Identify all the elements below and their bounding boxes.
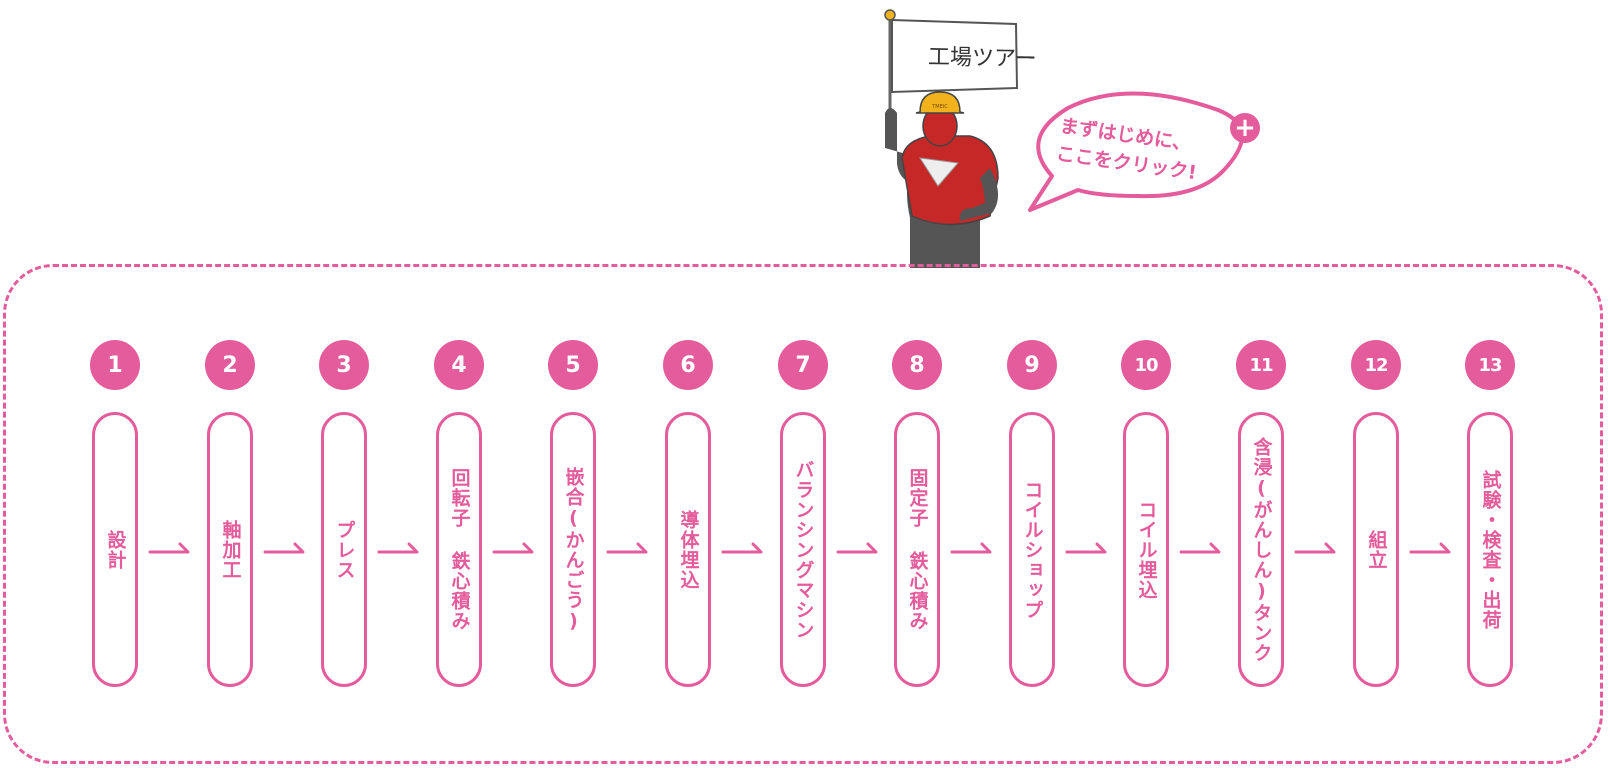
step-number-badge[interactable]: 6 [663, 340, 713, 390]
step-label: 導体埋込 [679, 510, 698, 590]
flow-arrow-icon [721, 540, 765, 556]
step-number-badge[interactable]: 12 [1351, 340, 1401, 390]
flow-arrow-icon [148, 540, 192, 556]
process-step[interactable]: 1 設計 [90, 340, 140, 690]
process-step[interactable]: 5 嵌合(かんごう) [548, 340, 598, 690]
flow-arrow-icon [1409, 540, 1453, 556]
step-label: 含浸(がんしん)タンク [1252, 437, 1271, 663]
process-step[interactable]: 9 コイルショップ [1007, 340, 1057, 690]
step-label-button[interactable]: 組立 [1353, 412, 1399, 687]
step-number-badge[interactable]: 10 [1121, 340, 1171, 390]
step-label-button[interactable]: コイル埋込 [1123, 412, 1169, 687]
flow-arrow-icon [606, 540, 650, 556]
step-label: 試験・検査・出荷 [1481, 470, 1500, 630]
step-number-badge[interactable]: 2 [205, 340, 255, 390]
step-label-button[interactable]: コイルショップ [1009, 412, 1055, 687]
step-label: 軸加工 [221, 520, 240, 580]
step-label: バランシングマシン [794, 460, 813, 640]
flow-arrow-icon [1294, 540, 1338, 556]
process-step[interactable]: 12 組立 [1351, 340, 1401, 690]
step-label: 回転子 鉄心積み [450, 468, 469, 631]
process-step[interactable]: 11 含浸(がんしん)タンク [1236, 340, 1286, 690]
step-label-button[interactable]: 軸加工 [207, 412, 253, 687]
step-number-badge[interactable]: 8 [892, 340, 942, 390]
step-label: コイルショップ [1023, 480, 1042, 620]
hard-hat-text: TMEIC [931, 104, 948, 110]
step-number-badge[interactable]: 9 [1007, 340, 1057, 390]
step-label-button[interactable]: 回転子 鉄心積み [436, 412, 482, 687]
flow-arrow-icon [492, 540, 536, 556]
process-step[interactable]: 8 固定子 鉄心積み [892, 340, 942, 690]
step-number-badge[interactable]: 1 [90, 340, 140, 390]
process-step[interactable]: 13 試験・検査・出荷 [1465, 340, 1515, 690]
step-label-button[interactable]: 導体埋込 [665, 412, 711, 687]
step-label-button[interactable]: 嵌合(かんごう) [550, 412, 596, 687]
step-label-button[interactable]: 含浸(がんしん)タンク [1238, 412, 1284, 687]
process-step[interactable]: 6 導体埋込 [663, 340, 713, 690]
step-number-badge[interactable]: 13 [1465, 340, 1515, 390]
flow-arrow-icon [377, 540, 421, 556]
flow-arrow-icon [950, 540, 994, 556]
step-label-button[interactable]: 設計 [92, 412, 138, 687]
step-label: 設計 [106, 530, 125, 570]
step-label-button[interactable]: プレス [321, 412, 367, 687]
step-label: コイル埋込 [1137, 500, 1156, 600]
step-number-badge[interactable]: 7 [778, 340, 828, 390]
process-step[interactable]: 10 コイル埋込 [1121, 340, 1171, 690]
step-label: 組立 [1367, 530, 1386, 570]
flag-pole-tip [885, 10, 895, 20]
flow-arrow-icon [1179, 540, 1223, 556]
step-number-badge[interactable]: 11 [1236, 340, 1286, 390]
step-number-badge[interactable]: 3 [319, 340, 369, 390]
process-step[interactable]: 2 軸加工 [205, 340, 255, 690]
step-label: 嵌合(かんごう) [564, 467, 583, 633]
step-label: プレス [335, 520, 354, 580]
flag-text: 工場ツアー [928, 39, 1037, 73]
step-label-button[interactable]: 固定子 鉄心積み [894, 412, 940, 687]
process-step[interactable]: 3 プレス [319, 340, 369, 690]
flow-arrow-icon [836, 540, 880, 556]
flow-arrow-icon [263, 540, 307, 556]
plus-icon[interactable]: + [1230, 113, 1260, 143]
step-number-badge[interactable]: 5 [548, 340, 598, 390]
step-label-button[interactable]: 試験・検査・出荷 [1467, 412, 1513, 687]
process-step[interactable]: 4 回転子 鉄心積み [434, 340, 484, 690]
step-label-button[interactable]: バランシングマシン [780, 412, 826, 687]
flow-arrow-icon [1065, 540, 1109, 556]
process-step[interactable]: 7 バランシングマシン [778, 340, 828, 690]
step-number-badge[interactable]: 4 [434, 340, 484, 390]
step-label: 固定子 鉄心積み [908, 468, 927, 631]
